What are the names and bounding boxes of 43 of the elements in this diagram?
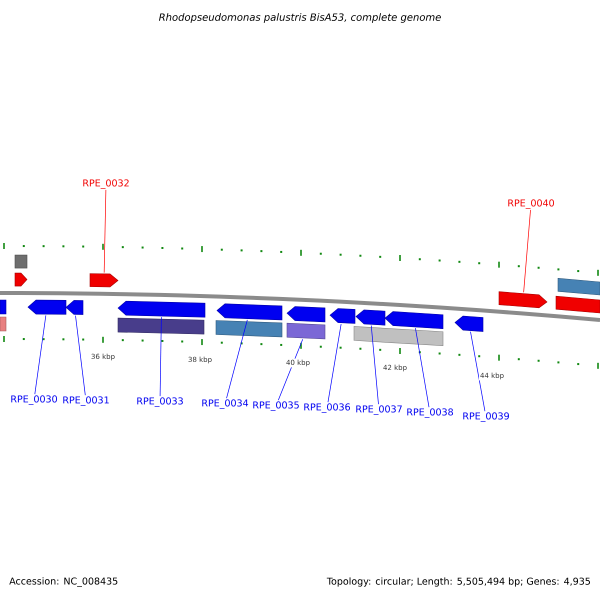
leader-line: [470, 331, 486, 412]
gene-feature: [0, 300, 6, 314]
gene-label: RPE_0034: [202, 399, 248, 409]
gene-feature: [330, 308, 356, 324]
genome-info-text: Topology: circular; Length: 5,505,494 bp; Genes: 4,935: [326, 577, 590, 587]
gene-feature: [454, 316, 484, 332]
gene-feature: [286, 306, 326, 322]
gene-feature: [90, 273, 118, 288]
gene-label: RPE_0038: [407, 408, 453, 418]
gene-label: RPE_0039: [463, 412, 509, 422]
feature-bar: [0, 316, 6, 332]
leader-line: [104, 190, 106, 273]
leader-line: [370, 325, 379, 405]
leader-line: [160, 316, 162, 397]
feature-bar: [354, 326, 444, 346]
accession-text: Accession: NC_008435: [9, 577, 118, 587]
leader-line: [75, 315, 86, 396]
gene-label: RPE_0030: [11, 395, 57, 405]
feature-bar: [118, 318, 204, 334]
feature-bar: [558, 278, 600, 296]
leader-line: [34, 315, 46, 395]
gene-feature: [498, 291, 548, 308]
gene-label: RPE_0040: [508, 199, 554, 209]
leader-line: [523, 210, 531, 293]
leader-line: [328, 324, 342, 403]
leader-line: [415, 328, 430, 408]
gene-feature: [66, 300, 84, 315]
gene-feature: [118, 300, 206, 318]
gene-feature: [216, 304, 282, 320]
gene-label: RPE_0037: [356, 405, 402, 415]
gene-label: RPE_0032: [83, 179, 129, 189]
gene-label: RPE_0033: [137, 397, 183, 407]
feature-bar: [14, 254, 28, 268]
gene-feature: [14, 272, 28, 286]
title: Rhodopseudomonas palustris BisA53, complete genome: [158, 13, 441, 23]
gene-feature: [556, 296, 600, 314]
gene-feature: [356, 310, 386, 326]
feature-bar: [216, 320, 282, 338]
leader-line: [226, 320, 248, 399]
gene-label: RPE_0031: [63, 396, 109, 406]
gene-label: RPE_0035: [253, 401, 299, 411]
gene-label: RPE_0036: [304, 403, 350, 413]
feature-bar: [286, 322, 326, 340]
